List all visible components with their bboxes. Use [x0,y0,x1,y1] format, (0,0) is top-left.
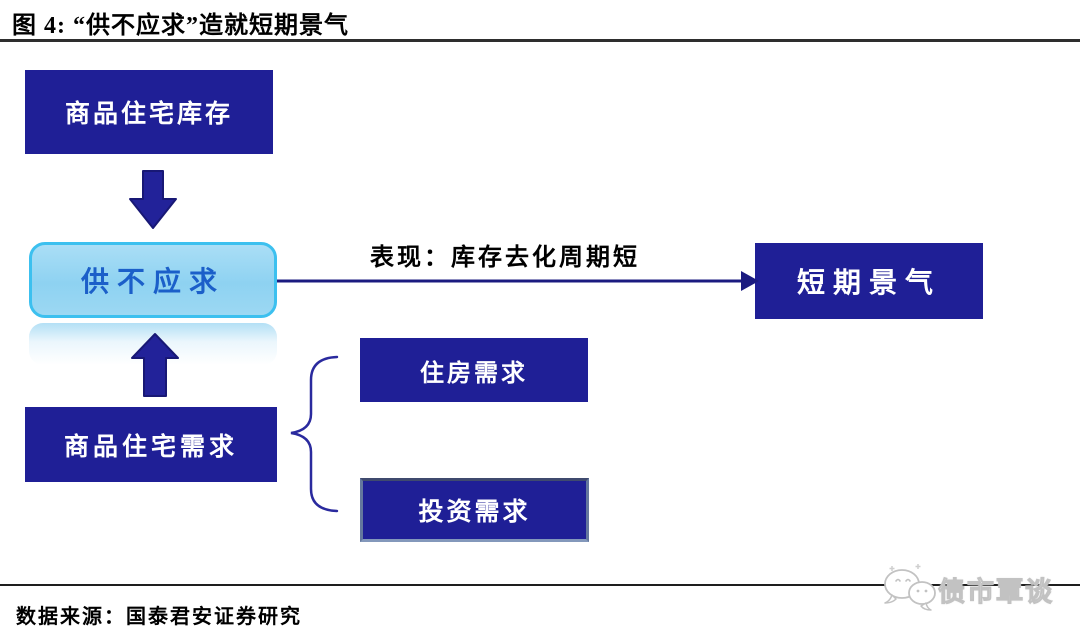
watermark: 债市覃谈 [878,562,1078,620]
node-label: 住房需求 [420,360,528,387]
title-divider-rule [0,39,1080,42]
node-housing-demand: 住房需求 [360,338,588,402]
node-label: 商品住宅库存 [64,101,233,128]
node-short-term-boom: 短期景气 [755,243,983,319]
flow-arrow-caption: 表现：库存去化周期短 [370,245,640,271]
watermark-text: 债市覃谈 [938,577,1054,608]
node-label: 商品住宅需求 [63,433,238,461]
arrow-down-icon [129,170,177,229]
node-label: 短期景气 [796,268,941,299]
figure-title: 图 4: “供不应求”造就短期景气 [12,13,349,39]
footer-divider-rule [0,584,1080,586]
wechat-chat-bubbles-icon [884,564,936,611]
sparkle-icon [915,564,921,569]
node-investment-demand: 投资需求 [360,478,589,542]
data-source-caption: 数据来源：国泰君安证券研究 [16,606,302,628]
left-curly-brace-icon [290,355,339,513]
node-label: 投资需求 [418,499,531,526]
shortage-node-reflection [29,323,277,365]
node-supply-shortage: 供不应求 [29,242,277,318]
sparkle-icon [889,566,895,571]
node-commodity-housing-demand: 商品住宅需求 [25,407,277,482]
node-commodity-housing-inventory: 商品住宅库存 [25,70,273,154]
node-label: 供不应求 [80,267,225,298]
